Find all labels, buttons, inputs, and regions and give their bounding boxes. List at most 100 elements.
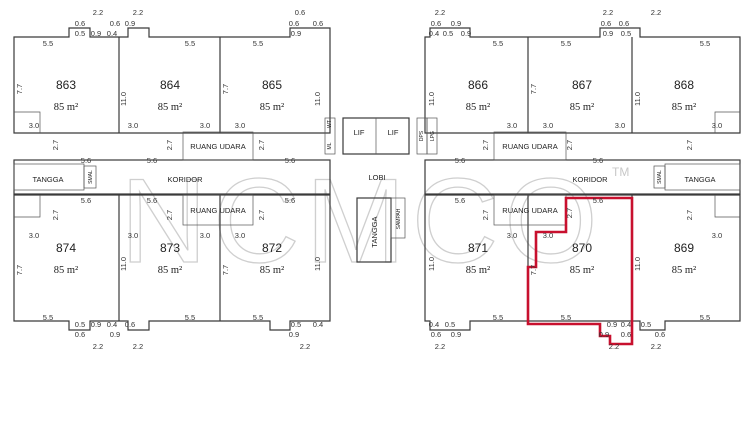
unit-area: 85 m² <box>158 102 182 113</box>
unit-number: 867 <box>572 78 592 92</box>
unit-873[interactable]: 873 85 m² <box>158 241 182 276</box>
unit-number: 869 <box>674 241 694 255</box>
wall-outline-left-top <box>13 27 331 134</box>
unit-number: 872 <box>262 241 282 255</box>
unit-867[interactable]: 867 85 m² <box>570 78 594 113</box>
svg-text:0.4: 0.4 <box>429 320 439 329</box>
svg-text:0.5: 0.5 <box>443 29 453 38</box>
svg-text:5.6: 5.6 <box>147 196 157 205</box>
unit-874[interactable]: 874 85 m² <box>54 241 78 276</box>
label-koridor-right: KORIDOR <box>572 175 608 184</box>
svg-text:2.7: 2.7 <box>257 210 266 220</box>
svg-text:0.9: 0.9 <box>461 29 471 38</box>
unit-area: 85 m² <box>466 102 490 113</box>
svg-text:2.7: 2.7 <box>565 208 574 218</box>
svg-text:0.6: 0.6 <box>431 330 441 339</box>
unit-area: 85 m² <box>672 265 696 276</box>
sampah-box <box>390 197 406 239</box>
unit-870[interactable]: 870 85 m² <box>570 241 594 276</box>
notch <box>14 195 41 218</box>
svg-text:0.6: 0.6 <box>619 19 629 28</box>
svg-text:3.0: 3.0 <box>128 121 138 130</box>
unit-863[interactable]: 863 85 m² <box>54 78 78 113</box>
label-tangga-core: TANGGA <box>370 216 379 247</box>
svg-text:2.7: 2.7 <box>165 210 174 220</box>
svg-text:0.9: 0.9 <box>289 330 299 339</box>
svg-text:0.4: 0.4 <box>107 320 117 329</box>
label-tangga-left: TANGGA <box>32 175 63 184</box>
svg-text:3.0: 3.0 <box>235 231 245 240</box>
svg-text:0.4: 0.4 <box>107 29 117 38</box>
svg-text:11.0: 11.0 <box>313 92 322 106</box>
svg-text:0.4: 0.4 <box>313 320 323 329</box>
svg-text:0.6: 0.6 <box>75 19 85 28</box>
label-ruang-udara: RUANG UDARA <box>190 142 245 151</box>
wall-outline-right-bottom <box>424 194 741 331</box>
highlight-unit-870 <box>526 196 634 346</box>
svg-text:0.4: 0.4 <box>429 29 439 38</box>
svg-text:7.7: 7.7 <box>529 84 538 94</box>
svg-text:0.6: 0.6 <box>295 8 305 17</box>
svg-text:0.6: 0.6 <box>289 19 299 28</box>
unit-871[interactable]: 871 85 m² <box>466 241 490 276</box>
svg-text:2.2: 2.2 <box>300 342 310 351</box>
unit-868[interactable]: 868 85 m² <box>672 78 696 113</box>
svg-text:3.0: 3.0 <box>128 231 138 240</box>
label-wt: WT <box>327 120 333 128</box>
ml-box <box>324 117 336 155</box>
unit-869[interactable]: 869 85 m² <box>672 241 696 276</box>
svg-text:2.2: 2.2 <box>609 342 619 351</box>
svg-text:5.6: 5.6 <box>285 156 295 165</box>
unit-area: 85 m² <box>570 102 594 113</box>
unit-area: 85 m² <box>672 102 696 113</box>
unit-area: 85 m² <box>260 265 284 276</box>
svg-text:7.7: 7.7 <box>529 265 538 275</box>
svg-text:5.5: 5.5 <box>185 313 195 322</box>
bay-dimensions-bottom: 0.5 0.9 0.4 0.6 0.5 0.4 0.4 0.5 0.9 0.4 … <box>75 320 665 351</box>
svg-text:7.7: 7.7 <box>221 84 230 94</box>
unit-864[interactable]: 864 85 m² <box>158 78 182 113</box>
svg-text:2.7: 2.7 <box>685 140 694 150</box>
svg-text:3.0: 3.0 <box>235 121 245 130</box>
svg-text:5.6: 5.6 <box>81 156 91 165</box>
label-ruang-udara: RUANG UDARA <box>502 142 557 151</box>
svg-text:5.6: 5.6 <box>147 156 157 165</box>
watermark-mark: TM <box>612 165 629 179</box>
air-well <box>182 131 254 161</box>
unit-area: 85 m² <box>466 265 490 276</box>
svg-text:0.9: 0.9 <box>125 19 135 28</box>
svg-text:0.5: 0.5 <box>291 320 301 329</box>
label-dps: DPS <box>419 130 425 141</box>
notch <box>14 111 41 133</box>
svg-text:7.7: 7.7 <box>15 84 24 94</box>
unit-872[interactable]: 872 85 m² <box>260 241 284 276</box>
svg-text:5.6: 5.6 <box>81 196 91 205</box>
unit-number: 865 <box>262 78 282 92</box>
label-lif: LIF <box>388 128 399 137</box>
unit-number: 870 <box>572 241 592 255</box>
svg-text:11.0: 11.0 <box>427 257 436 271</box>
svg-text:0.4: 0.4 <box>621 320 631 329</box>
svg-text:11.0: 11.0 <box>633 92 642 106</box>
svg-text:2.2: 2.2 <box>435 342 445 351</box>
svg-text:5.5: 5.5 <box>43 313 53 322</box>
svg-text:11.0: 11.0 <box>119 257 128 271</box>
unit-865[interactable]: 865 85 m² <box>260 78 284 113</box>
svg-text:5.6: 5.6 <box>455 196 465 205</box>
label-ml: ML <box>327 142 333 149</box>
svg-text:0.6: 0.6 <box>75 330 85 339</box>
svg-text:2.2: 2.2 <box>93 342 103 351</box>
svg-text:5.6: 5.6 <box>455 156 465 165</box>
wall-outline-right-top <box>424 27 741 134</box>
svg-text:5.6: 5.6 <box>285 196 295 205</box>
svg-text:5.6: 5.6 <box>593 196 603 205</box>
svg-text:3.0: 3.0 <box>29 231 39 240</box>
unit-866[interactable]: 866 85 m² <box>466 78 490 113</box>
svg-text:3.0: 3.0 <box>712 231 722 240</box>
unit-number: 871 <box>468 241 488 255</box>
svg-text:2.7: 2.7 <box>565 140 574 150</box>
unit-area: 85 m² <box>54 265 78 276</box>
svg-text:11.0: 11.0 <box>633 257 642 271</box>
svg-text:0.5: 0.5 <box>445 320 455 329</box>
svg-text:0.6: 0.6 <box>125 320 135 329</box>
